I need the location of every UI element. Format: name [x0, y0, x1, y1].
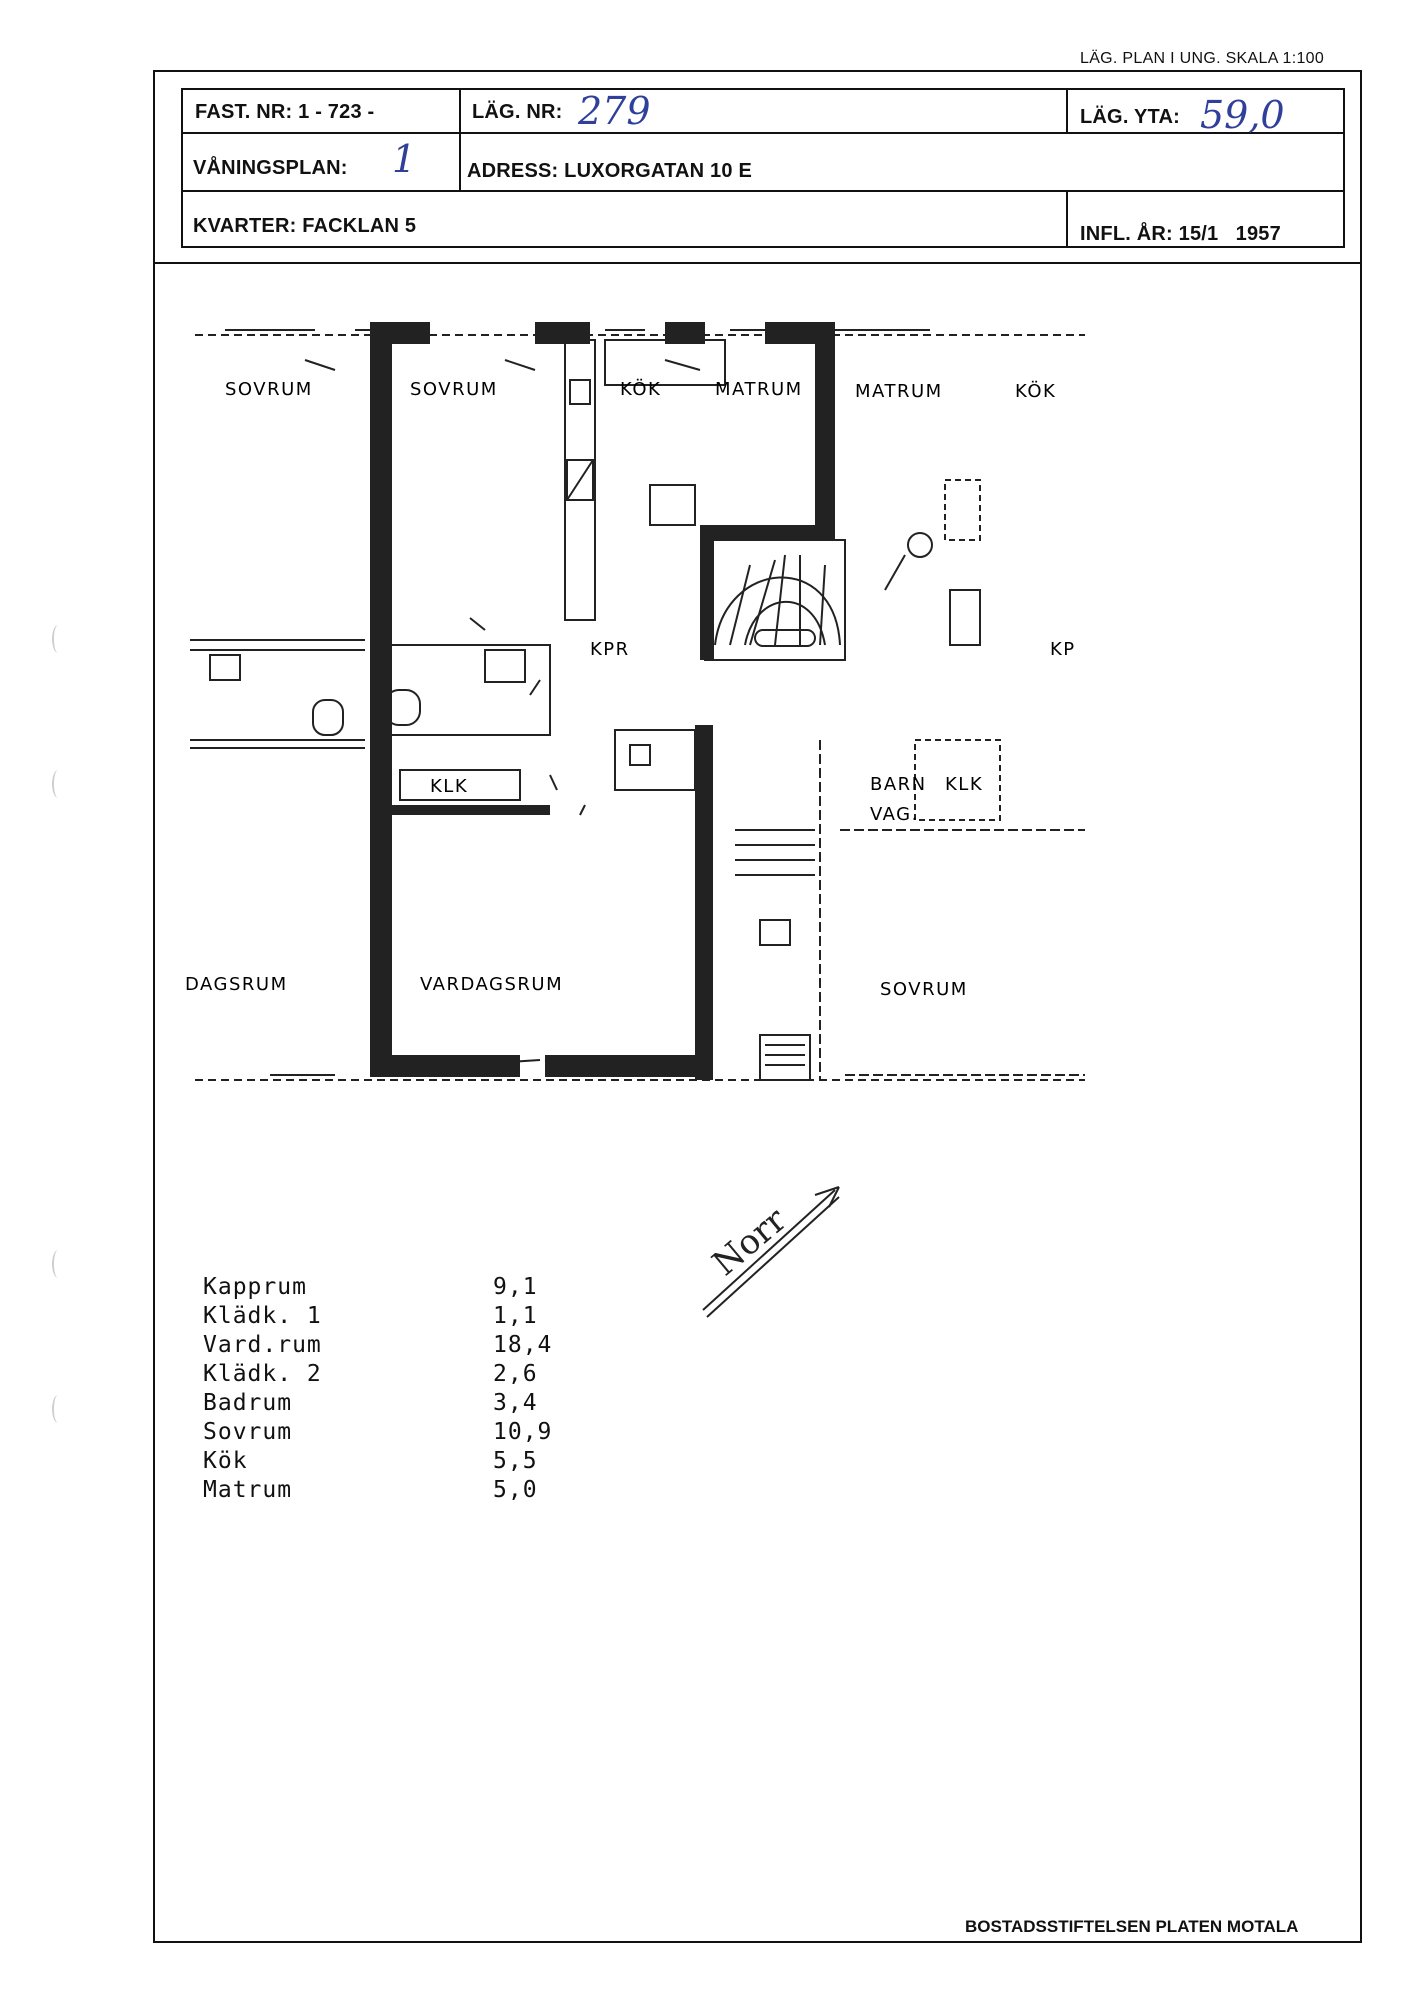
area-name: Matrum — [203, 1477, 293, 1503]
scale-note: LÄG. PLAN I UNG. SKALA 1:100 — [1080, 50, 1325, 67]
header-row-divider — [181, 132, 1345, 134]
room-label: KLK — [945, 774, 983, 795]
north-label: Norr — [705, 1200, 795, 1284]
area-row: Sovrum 10,9 — [203, 1418, 552, 1447]
area-value: 2,6 — [493, 1361, 538, 1387]
lag-yta-value: 59,0 — [1200, 93, 1285, 137]
room-label: MATRUM — [715, 379, 803, 400]
binder-hole — [52, 1395, 64, 1423]
area-name: Klädk. 1 — [203, 1303, 322, 1329]
inflyttning-ar: INFL. ÅR: 15/1 1957 — [1080, 223, 1281, 245]
area-value: 5,0 — [493, 1477, 538, 1503]
area-value: 10,9 — [493, 1419, 553, 1445]
vaningsplan-value: 1 — [392, 137, 417, 181]
area-row: Badrum 3,4 — [203, 1389, 552, 1418]
room-label: VAG. — [870, 804, 919, 825]
area-value: 9,1 — [493, 1274, 538, 1300]
kvarter: KVARTER: FACKLAN 5 — [193, 215, 417, 237]
vaningsplan-label: VÅNINGSPLAN: — [193, 157, 348, 179]
area-name: Kök — [203, 1448, 248, 1474]
area-name: Badrum — [203, 1390, 293, 1416]
area-value: 1,1 — [493, 1303, 538, 1329]
address: ADRESS: LUXORGATAN 10 E — [467, 160, 753, 182]
header-table — [181, 88, 1345, 248]
area-row: Klädk. 1 1,1 — [203, 1302, 552, 1331]
north-arrow-line — [702, 1189, 836, 1311]
lag-nr-value: 279 — [578, 89, 651, 133]
binder-hole — [52, 1250, 64, 1278]
area-value: 18,4 — [493, 1332, 553, 1358]
lag-nr-label: LÄG. NR: — [472, 101, 563, 123]
room-label: KLK — [430, 776, 468, 797]
room-label: SOVRUM — [225, 379, 313, 400]
room-label: KÖK — [620, 378, 661, 400]
binder-hole — [52, 625, 64, 653]
area-name: Sovrum — [203, 1419, 293, 1445]
room-label: SOVRUM — [880, 979, 968, 1000]
area-value: 5,5 — [493, 1448, 538, 1474]
binder-hole — [52, 770, 64, 798]
room-label: KÖK — [1015, 380, 1056, 402]
north-arrow-line — [706, 1196, 840, 1318]
area-name: Vard.rum — [203, 1332, 322, 1358]
area-row: Kök 5,5 — [203, 1447, 552, 1476]
lag-yta-label: LÄG. YTA: — [1080, 106, 1180, 128]
north-arrow: Norr — [702, 1186, 840, 1318]
area-row: Matrum 5,0 — [203, 1476, 552, 1505]
header-bottom-rule — [153, 262, 1362, 264]
north-arrow-head — [814, 1186, 840, 1208]
room-label: MATRUM — [855, 381, 943, 402]
area-row: Vard.rum 18,4 — [203, 1331, 552, 1360]
room-label: DAGSRUM — [185, 974, 288, 995]
area-value: 3,4 — [493, 1390, 538, 1416]
room-label: BARN — [870, 774, 927, 795]
area-row: Kapprum 9,1 — [203, 1273, 552, 1302]
room-label: KPR — [590, 639, 630, 660]
area-list: Kapprum 9,1 Klädk. 1 1,1 Vard.rum 18,4 K… — [203, 1273, 552, 1505]
fast-nr-label: FAST. NR: 1 - 723 - — [195, 101, 375, 123]
area-name: Kapprum — [203, 1274, 307, 1300]
area-row: Klädk. 2 2,6 — [203, 1360, 552, 1389]
floor-plan: SOVRUM SOVRUM KÖK MATRUM MATRUM KÖK KPR … — [185, 322, 1085, 1081]
room-label: SOVRUM — [410, 379, 498, 400]
header-col-divider — [459, 88, 461, 192]
header-col-divider — [1066, 88, 1068, 134]
footer-org: BOSTADSSTIFTELSEN PLATEN MOTALA — [965, 1917, 1299, 1936]
area-name: Klädk. 2 — [203, 1361, 322, 1387]
page-frame — [153, 70, 1362, 1943]
room-label: VARDAGSRUM — [420, 974, 563, 995]
room-label: KP — [1050, 639, 1076, 660]
header-col-divider — [1066, 190, 1068, 248]
header-row-divider — [181, 190, 1345, 192]
